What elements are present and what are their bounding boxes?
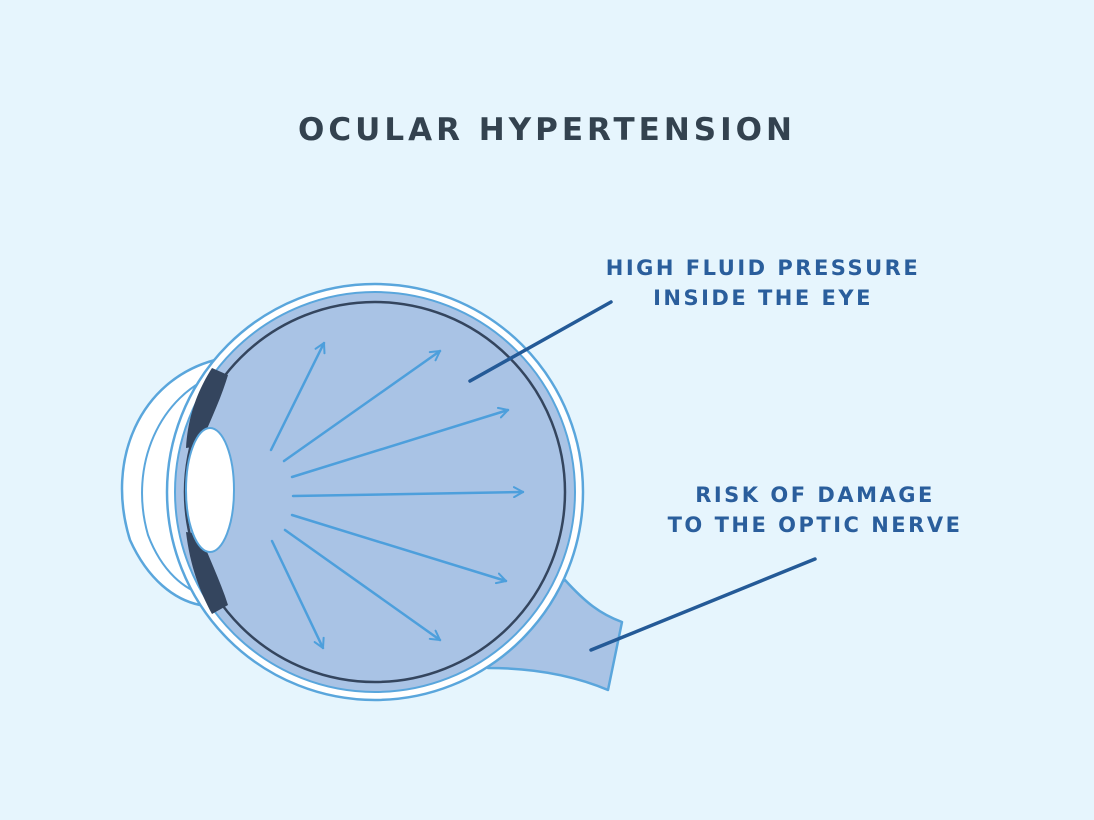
nerve-label-line-2: TO THE OPTIC NERVE [667, 513, 963, 537]
diagram-title: OCULAR HYPERTENSION [298, 112, 796, 148]
pressure-arrows [269, 341, 525, 650]
iris-upper [186, 368, 228, 448]
pressure-pointer-line [468, 300, 613, 383]
pressure-arrow [290, 406, 510, 479]
pressure-label-line-1: HIGH FLUID PRESSURE [605, 256, 921, 280]
iris-lower [186, 532, 228, 614]
pressure-label-line-2: INSIDE THE EYE [653, 286, 873, 310]
pressure-arrow [291, 486, 525, 499]
eyeball-interior [174, 291, 576, 693]
lens [185, 427, 235, 553]
pressure-arrow [283, 528, 442, 642]
nerve-label-line-1: RISK OF DAMAGE [695, 483, 935, 507]
pressure-arrow [290, 513, 508, 585]
nerve-label: RISK OF DAMAGE TO THE OPTIC NERVE [640, 480, 990, 540]
pressure-arrow [270, 539, 325, 650]
nerve-pointer-line [589, 557, 817, 652]
pressure-label: HIGH FLUID PRESSURE INSIDE THE EYE [578, 253, 948, 313]
pressure-arrow [269, 341, 326, 452]
cornea-inner-line [141, 373, 219, 596]
retina-ring [183, 300, 567, 684]
pressure-arrow [282, 349, 442, 463]
